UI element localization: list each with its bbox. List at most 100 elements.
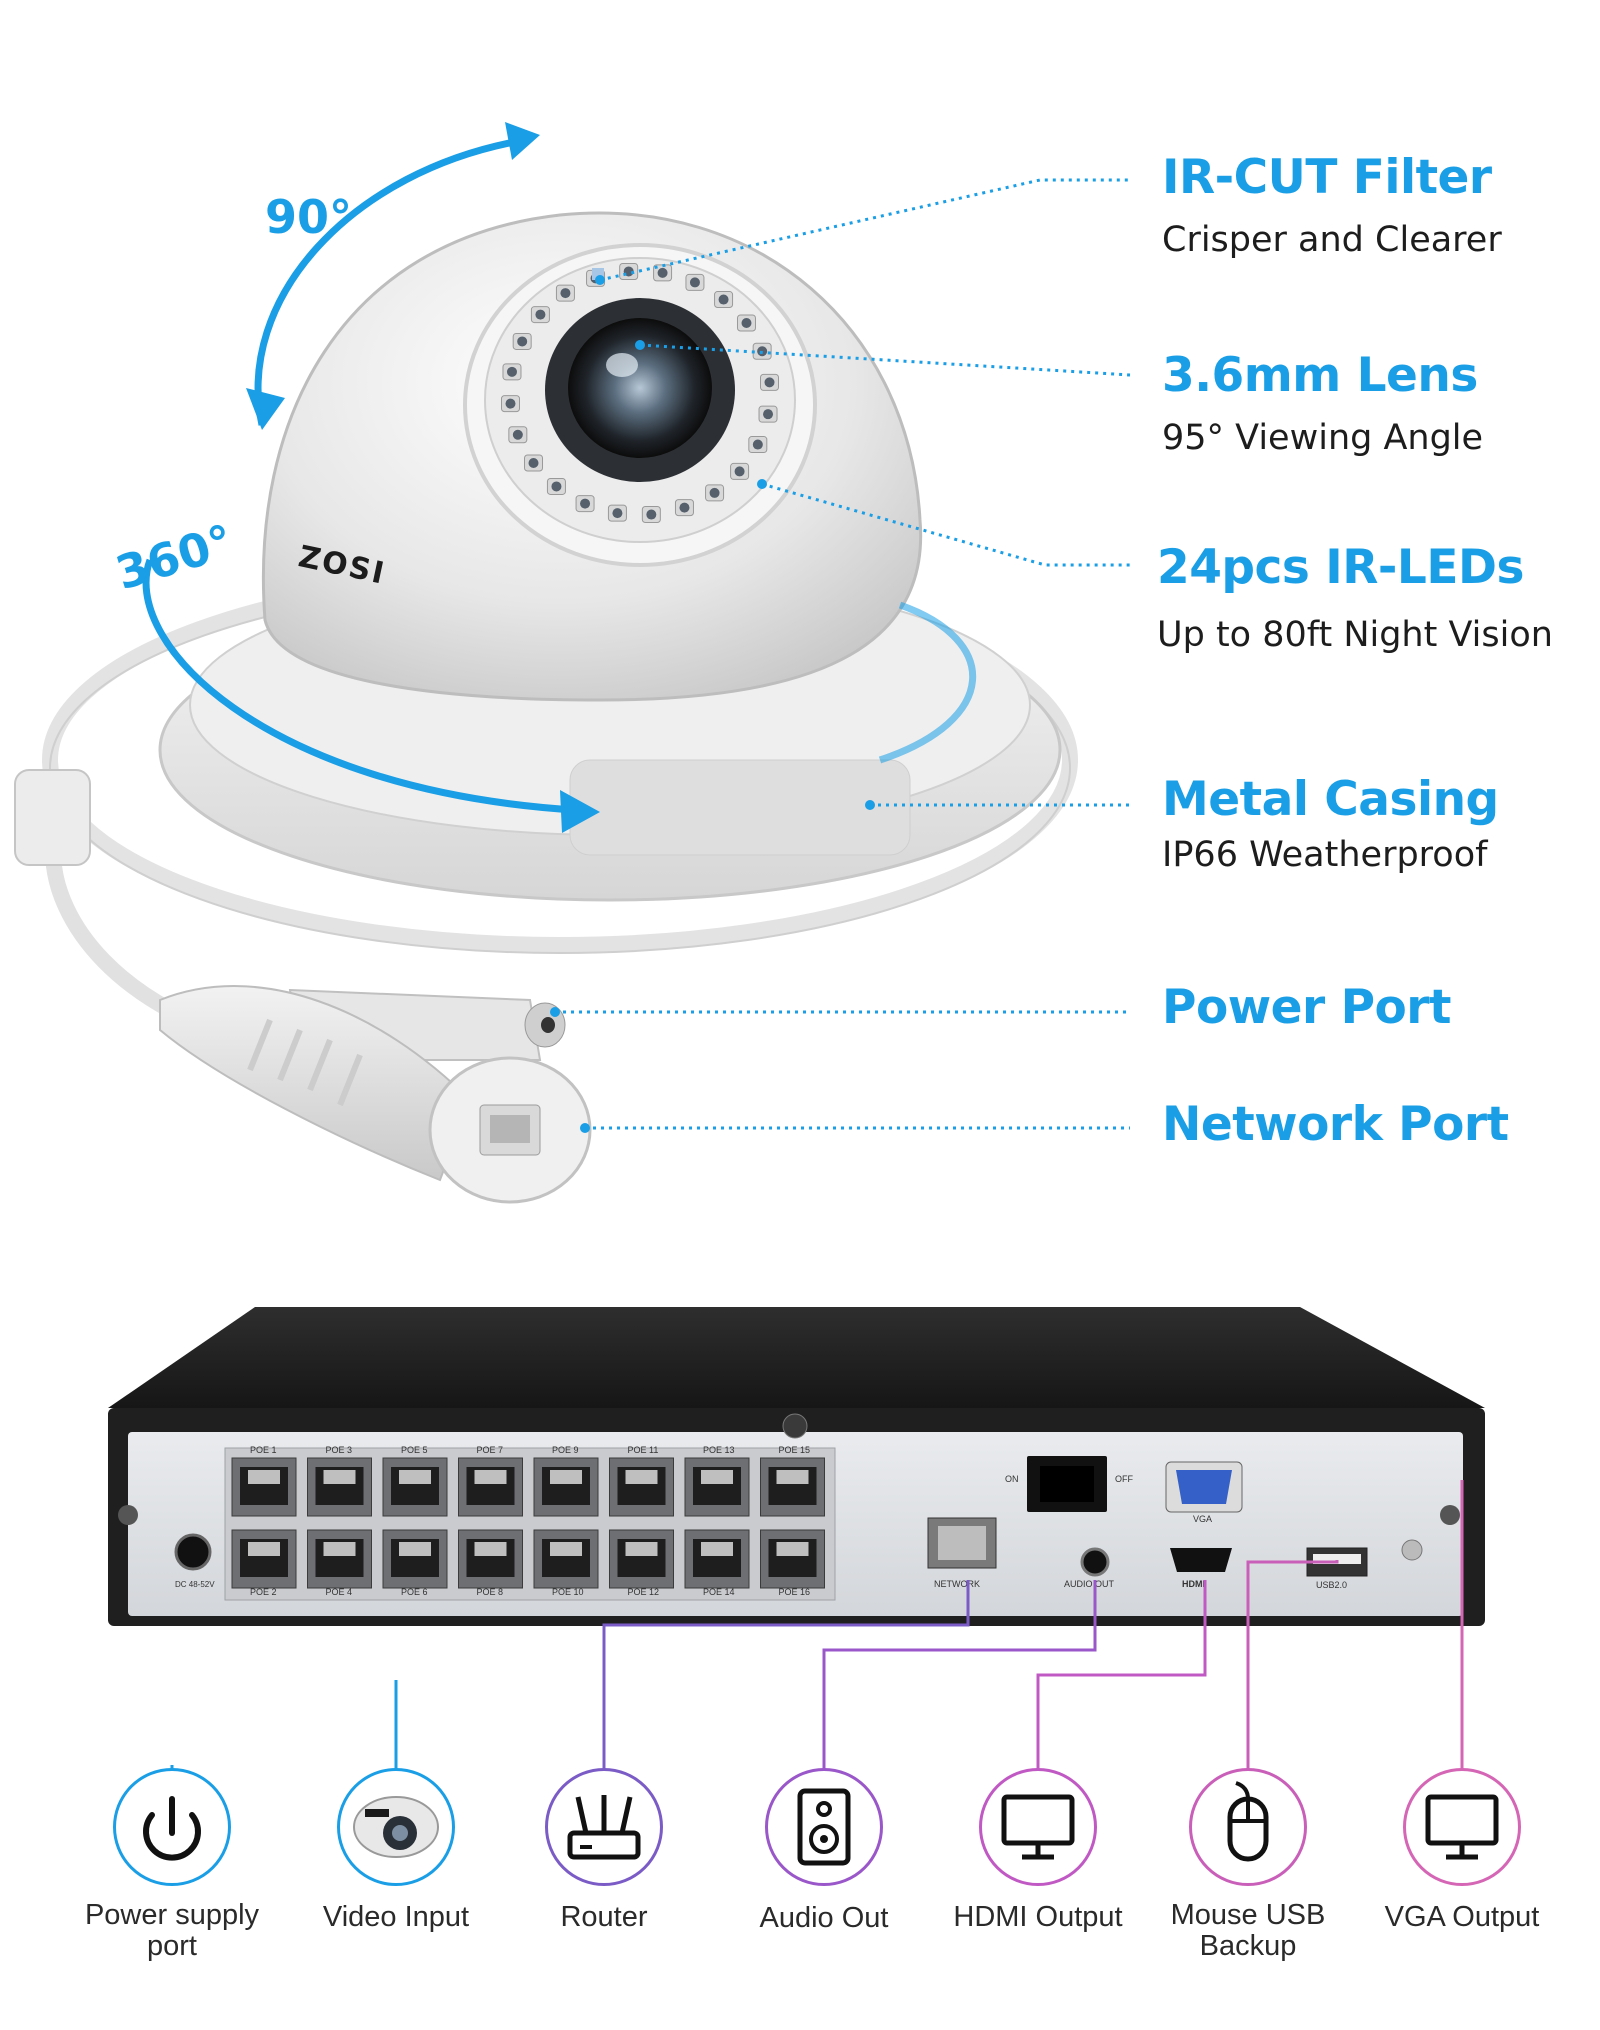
feature-leds-subtitle: Up to 80ft Night Vision [1157, 615, 1553, 655]
feature-network-port-title: Network Port [1162, 1097, 1509, 1152]
ir-led [653, 264, 673, 282]
dc-power-label: DC 48-52V [175, 1580, 215, 1589]
poe-port [760, 1457, 825, 1517]
power-switch [1027, 1456, 1107, 1512]
vga-port-label: VGA [1193, 1514, 1213, 1524]
tilt-angle-label: 90° [265, 190, 353, 244]
ir-led [508, 426, 528, 444]
poe-port [533, 1529, 599, 1589]
feature-casing-title: Metal Casing [1162, 772, 1499, 827]
feature-leader-lines [550, 178, 1131, 1133]
ir-led [546, 477, 566, 495]
poe-port [458, 1529, 523, 1589]
camera-cable-connectors [14, 769, 592, 1204]
poe-port [760, 1529, 825, 1589]
feature-lens-subtitle: 95° Viewing Angle [1162, 418, 1484, 458]
connection-camera-circle [337, 1768, 455, 1886]
poe-port [684, 1529, 750, 1589]
poe-label: POE 12 [627, 1587, 660, 1597]
poe-label: POE 10 [552, 1587, 584, 1597]
poe-label: POE 14 [703, 1587, 735, 1597]
connection-label: Mouse USB Backup [1170, 1899, 1326, 1962]
on-label: ON [1005, 1474, 1019, 1484]
connection-label: VGA Output [1384, 1901, 1540, 1933]
ir-led [502, 363, 522, 381]
poe-label: POE 9 [552, 1445, 579, 1455]
poe-port [231, 1529, 297, 1589]
poe-port [382, 1457, 448, 1517]
poe-ports [231, 1457, 825, 1589]
connection-label: Video Input [322, 1901, 470, 1933]
poe-port [533, 1457, 599, 1517]
poe-port [382, 1529, 448, 1589]
ir-led [555, 284, 575, 302]
poe-label: POE 5 [401, 1445, 428, 1455]
feature-casing-subtitle: IP66 Weatherproof [1162, 835, 1488, 875]
audio-jack [1080, 1547, 1110, 1577]
network-port [927, 1517, 997, 1569]
ir-led [736, 314, 756, 332]
poe-label: POE 13 [703, 1445, 735, 1455]
connection-monitor-circle [1403, 1768, 1521, 1886]
feature-power-port-title: Power Port [1162, 980, 1451, 1035]
poe-port [684, 1457, 750, 1517]
ir-led [685, 273, 705, 291]
ir-led [530, 306, 550, 324]
poe-port [609, 1529, 674, 1589]
poe-label: POE 16 [778, 1587, 811, 1597]
usb-port-label: USB2.0 [1316, 1580, 1348, 1590]
rotation-arrows [142, 122, 976, 833]
off-label: OFF [1115, 1474, 1133, 1484]
poe-port [307, 1529, 372, 1589]
power-icon [143, 1796, 201, 1861]
poe-label: POE 6 [401, 1587, 428, 1597]
connection-label: Router [560, 1901, 648, 1933]
ir-led [524, 454, 544, 472]
ir-led [674, 499, 694, 517]
poe-label: POE 4 [325, 1587, 353, 1597]
poe-label: POE 15 [778, 1445, 811, 1455]
poe-port [307, 1457, 372, 1517]
ir-led [758, 405, 778, 423]
ir-led [752, 342, 772, 360]
mouse-icon [1227, 1781, 1269, 1862]
hdmi-port-label: HDMI [1182, 1579, 1205, 1589]
ir-led [607, 504, 627, 522]
ir-led [575, 495, 595, 513]
ir-led [500, 395, 520, 413]
vga-port [1165, 1461, 1243, 1513]
ir-led [714, 291, 734, 309]
poe-label: POE 8 [476, 1587, 504, 1597]
audio-out-label: AUDIO OUT [1064, 1579, 1115, 1589]
feature-leds-title: 24pcs IR-LEDs [1157, 540, 1524, 595]
connection-power-circle [113, 1768, 231, 1886]
connection-monitor-circle [979, 1768, 1097, 1886]
connection-label: Power supply port [84, 1899, 260, 1962]
monitor-icon [1425, 1794, 1499, 1860]
ir-led [619, 262, 639, 280]
poe-label: POE 1 [250, 1445, 277, 1455]
router-icon [567, 1795, 641, 1860]
poe-port [231, 1457, 297, 1517]
tilt-arrow [254, 136, 526, 426]
dc-power-jack [174, 1533, 212, 1571]
poe-port [609, 1457, 674, 1517]
poe-label: POE 7 [476, 1445, 504, 1455]
camera-icon [353, 1796, 439, 1858]
network-port-label: NETWORK [934, 1579, 980, 1589]
feature-ircut-subtitle: Crisper and Clearer [1162, 220, 1502, 260]
connection-router-circle [545, 1768, 663, 1886]
poe-label: POE 3 [325, 1445, 353, 1455]
poe-label: POE 11 [627, 1445, 659, 1455]
nvr-top-cover [108, 1307, 1485, 1408]
poe-label: POE 2 [250, 1587, 277, 1597]
poe-port [458, 1457, 523, 1517]
speaker-icon [797, 1788, 851, 1866]
ir-led [748, 436, 768, 454]
connection-label: HDMI Output [953, 1901, 1123, 1933]
connection-speaker-circle [765, 1768, 883, 1886]
ir-led [705, 484, 725, 502]
pan-arrow [142, 558, 576, 814]
ir-led [512, 332, 532, 350]
